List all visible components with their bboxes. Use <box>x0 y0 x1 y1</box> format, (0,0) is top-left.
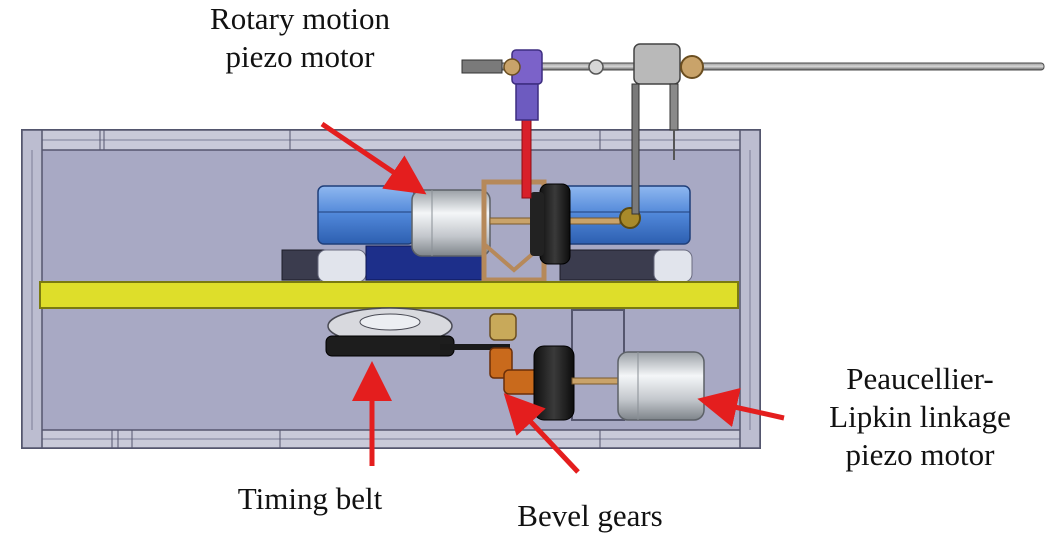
yellow-plate <box>39 281 739 309</box>
arrow-rotary-motor <box>320 121 427 195</box>
arrow-linkage-motor <box>697 387 785 427</box>
support-block-right <box>559 249 661 281</box>
purple-clamp <box>503 49 543 121</box>
timing-belt <box>440 344 510 350</box>
label-peau-line1: Peaucellier- <box>846 361 994 396</box>
lower-encoder <box>533 345 575 421</box>
linkage-piezo-motor <box>617 351 705 421</box>
label-bevel-gears: Bevel gears <box>517 498 663 533</box>
label-peau-line2: Lipkin linkage <box>829 399 1011 434</box>
label-peau-line3: piezo motor <box>845 437 995 472</box>
label-rotary-motor: Rotary motion piezo motor <box>150 0 450 76</box>
label-rotary-line1: Rotary motion <box>210 1 390 36</box>
label-linkage-motor: Peaucellier- Lipkin linkage piezo motor <box>790 360 1050 474</box>
bevel-gear-assembly <box>489 313 541 395</box>
foot-left <box>317 249 367 283</box>
instrument-shaft <box>461 59 1045 74</box>
blue-mount-left <box>317 185 415 245</box>
upper-encoder <box>530 183 571 265</box>
callout-arrows <box>320 121 785 474</box>
label-timing-belt: Timing belt <box>237 481 383 516</box>
rotary-piezo-motor <box>411 189 491 257</box>
arrow-bevel-gears <box>503 393 580 474</box>
rod-joint <box>588 59 604 75</box>
lower-shaft <box>571 377 623 385</box>
foot-right <box>653 249 693 283</box>
linkage-arms <box>631 43 704 215</box>
label-rotary-line2: piezo motor <box>225 39 375 74</box>
red-rod <box>521 117 532 199</box>
timing-pulley <box>325 307 455 357</box>
